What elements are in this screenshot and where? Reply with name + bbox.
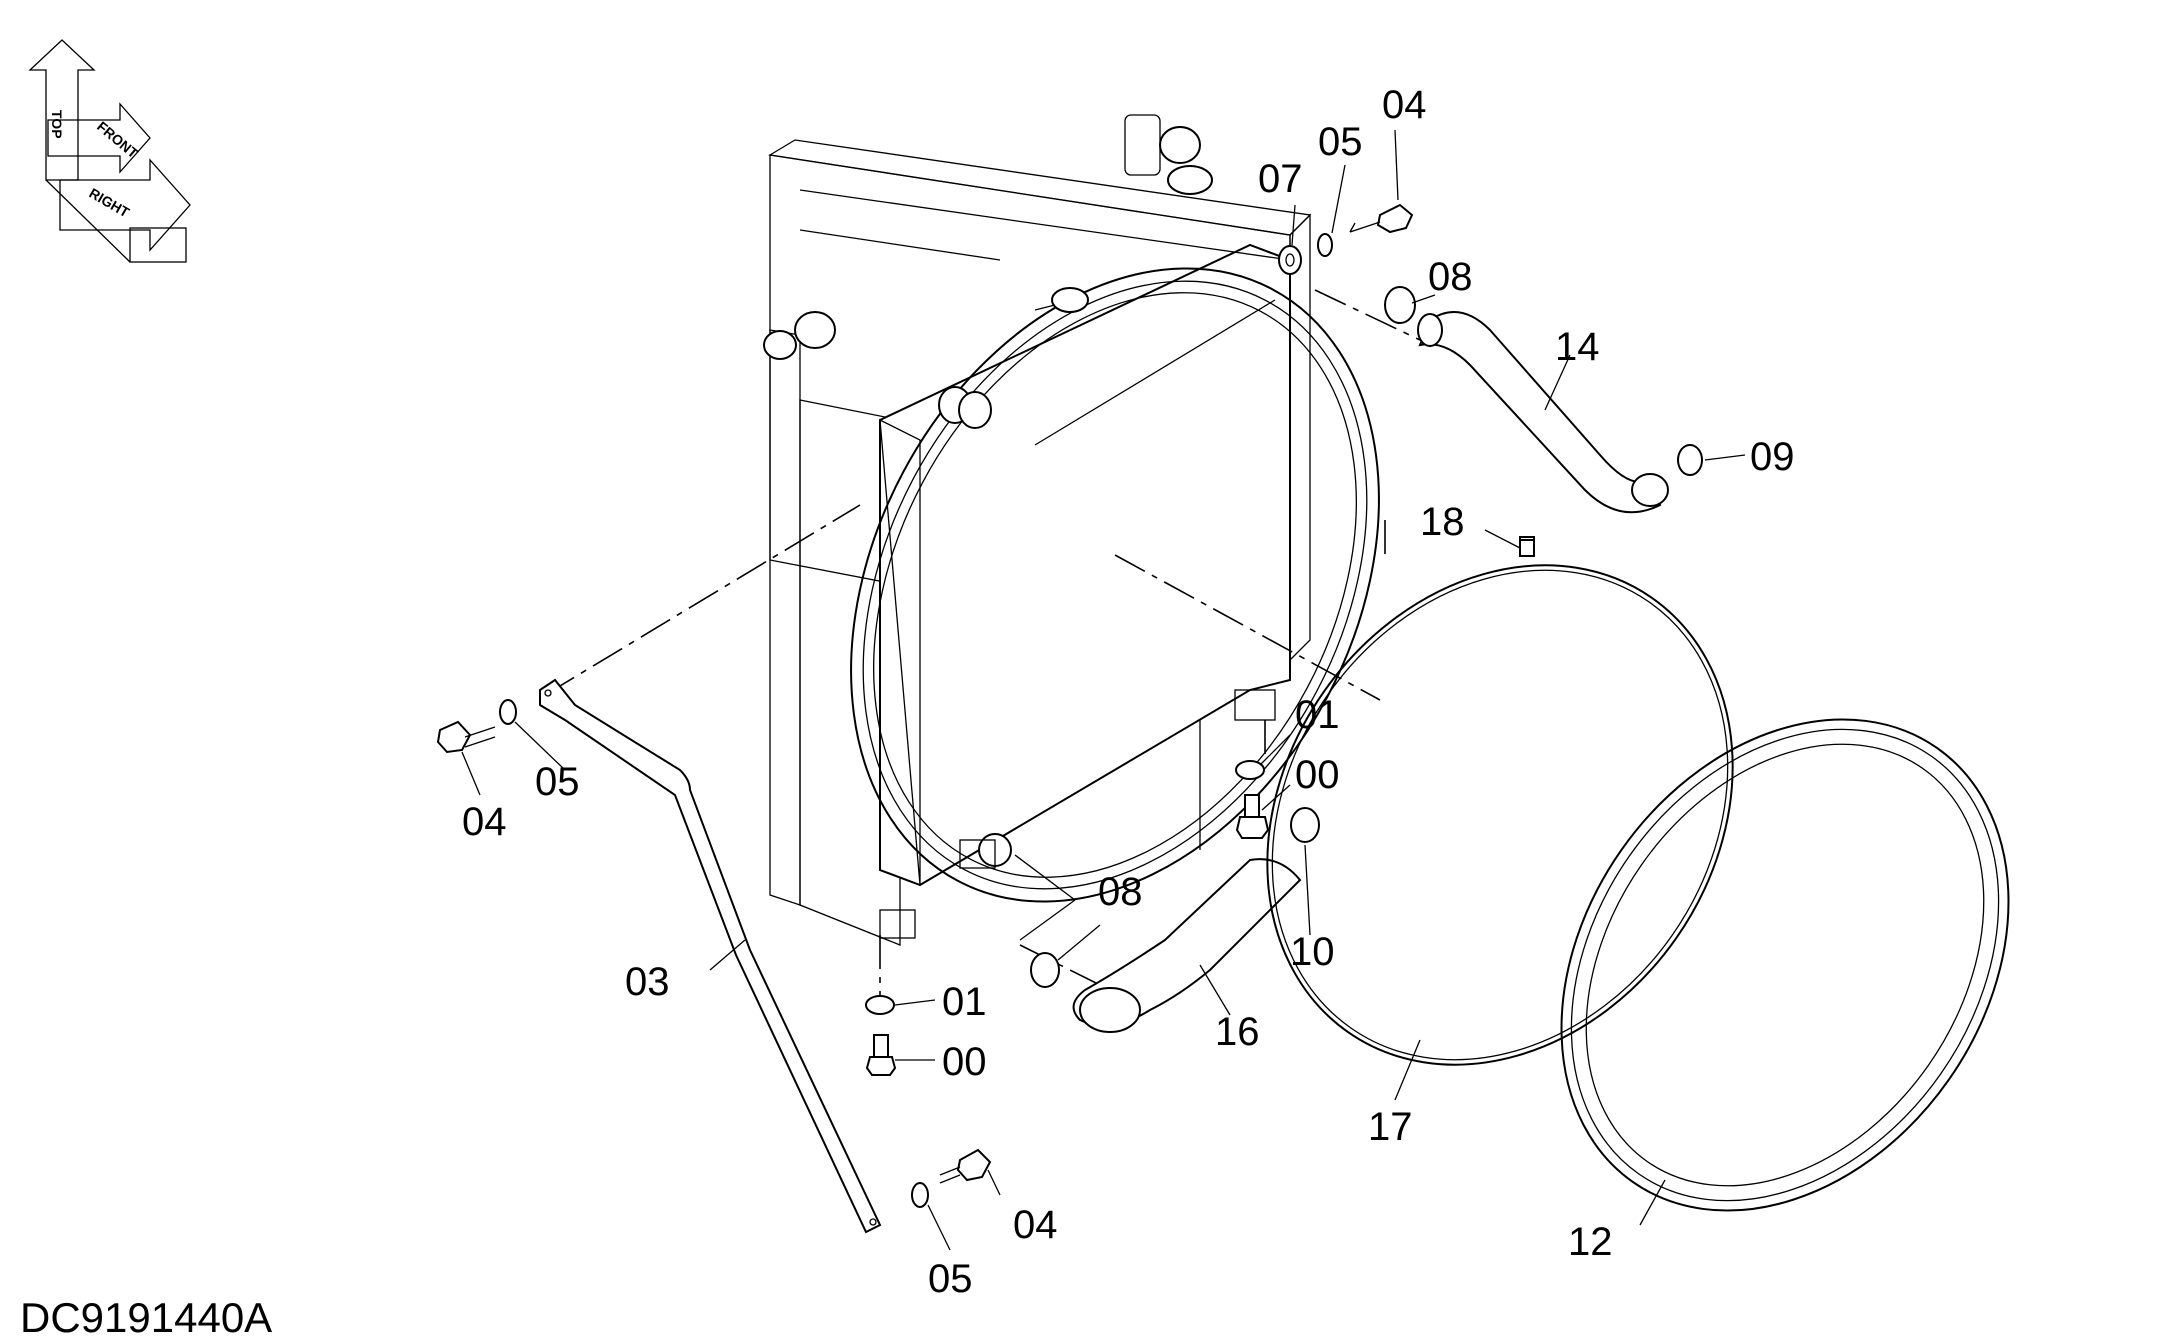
lower-hose: [1072, 858, 1302, 1033]
callout-18: 18: [1420, 500, 1465, 544]
callout-04-top: 04: [1382, 83, 1427, 127]
callout-14: 14: [1555, 325, 1600, 369]
seal-ring: [1560, 718, 2010, 1212]
callout-07: 07: [1258, 157, 1303, 201]
callout-17: 17: [1368, 1105, 1413, 1149]
orientation-top-label: TOP: [49, 110, 65, 139]
orientation-front-label: FRONT: [94, 118, 142, 162]
support-rod: [539, 678, 882, 1234]
orientation-indicator: TOP FRONT RIGHT: [28, 39, 191, 263]
callout-09: 09: [1750, 435, 1795, 479]
callout-00-lower: 00: [942, 1040, 987, 1084]
callout-05-top: 05: [1318, 120, 1363, 164]
hardware: [436, 203, 1703, 1208]
callout-labels: 04 05 07 08 14 09 18 01 00 08 10 16 17 1…: [462, 83, 1795, 1301]
callout-05-bottom: 05: [928, 1257, 973, 1301]
callout-12: 12: [1568, 1220, 1613, 1264]
orientation-right-label: RIGHT: [87, 185, 133, 221]
callout-01-upper: 01: [1295, 693, 1340, 737]
callout-05-left: 05: [535, 760, 580, 804]
callout-03: 03: [625, 960, 670, 1004]
callout-leaders: [461, 129, 1746, 1251]
callout-01-lower: 01: [942, 980, 987, 1024]
callout-16: 16: [1215, 1010, 1260, 1054]
callout-08-bottom: 08: [1098, 870, 1143, 914]
callout-00-upper: 00: [1295, 753, 1340, 797]
callout-04-left: 04: [462, 800, 507, 844]
callout-08-top: 08: [1428, 255, 1473, 299]
drawing-code: DC9191440A: [20, 1294, 272, 1341]
callout-10: 10: [1290, 930, 1335, 974]
attachment-lines: [544, 289, 1421, 1006]
radiator-assembly: [763, 114, 1380, 946]
callout-04-bottom: 04: [1013, 1203, 1058, 1247]
upper-hose: [1417, 311, 1669, 514]
